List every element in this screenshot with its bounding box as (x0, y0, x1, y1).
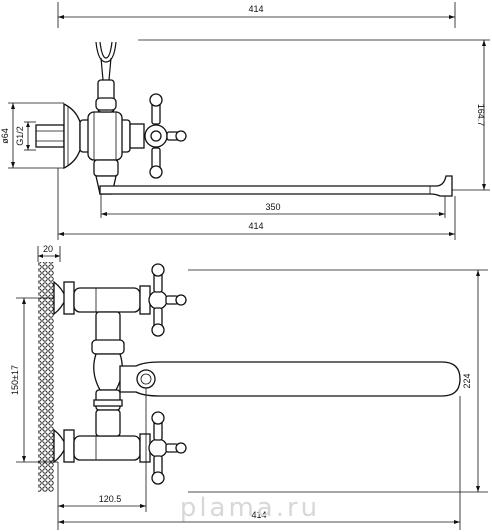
spout-front (119, 361, 461, 397)
dimension-side-height: 164.7 (138, 39, 490, 191)
dim-spout-label: 350 (265, 202, 280, 212)
watermark: plama.ru (180, 493, 320, 523)
dim-thread-label: G1/2 (15, 126, 25, 146)
dimension-spout-length: 350 (100, 194, 446, 218)
dimension-centers: 150±17 (10, 297, 58, 463)
dimension-center-offset: 120.5 (58, 388, 147, 512)
wall-connection (35, 102, 81, 170)
upper-handle-front (53, 263, 187, 337)
dim-depth-label: 20 (43, 244, 53, 254)
dim-centers-label: 150±17 (10, 365, 20, 395)
side-view: 414 164.7 ø64 G1/2 (0, 2, 490, 240)
dimension-front-width: 414 (57, 396, 461, 530)
cross-handle-side (129, 93, 187, 179)
front-view: 20 150±17 (10, 244, 488, 530)
mixer-body-side (79, 41, 131, 195)
dim-front-width-label: 414 (251, 510, 266, 520)
lower-handle-front (53, 411, 187, 485)
spout-side (99, 175, 453, 197)
dim-flange-label: ø64 (0, 128, 10, 144)
dimension-top-bottom-width: 414 (57, 168, 456, 240)
wall-hatch (38, 262, 54, 492)
dim-top-bottom-label: 414 (248, 221, 263, 231)
dimension-wall-depth: 20 (37, 244, 61, 262)
dim-front-height-label: 224 (462, 373, 472, 388)
dim-height-label: 164.7 (476, 104, 486, 127)
central-body-front (91, 311, 125, 437)
dimension-top-width: 414 (57, 2, 456, 28)
dim-top-width-label: 414 (248, 4, 263, 14)
dim-offset-label: 120.5 (99, 494, 122, 504)
dimension-front-height: 224 (188, 269, 488, 493)
dimension-flange: ø64 G1/2 (0, 102, 64, 169)
